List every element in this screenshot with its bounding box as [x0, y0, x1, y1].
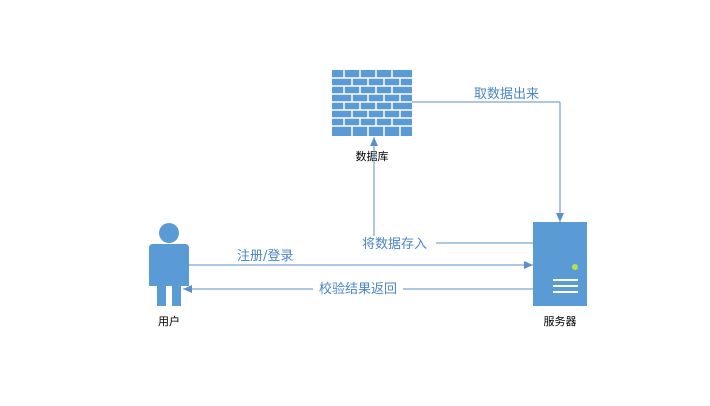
store-data-label: 将数据存入	[362, 237, 427, 252]
server-icon	[533, 222, 587, 306]
database-icon	[332, 70, 412, 136]
database-label: 数据库	[356, 149, 389, 163]
person-icon	[149, 223, 189, 306]
user-label: 用户	[158, 314, 180, 328]
verify-return-label: 校验结果返回	[319, 281, 397, 297]
register-label: 注册/登录	[237, 249, 293, 264]
fetch-data-label: 取数据出来	[474, 87, 539, 102]
server-label: 服务器	[544, 315, 577, 328]
